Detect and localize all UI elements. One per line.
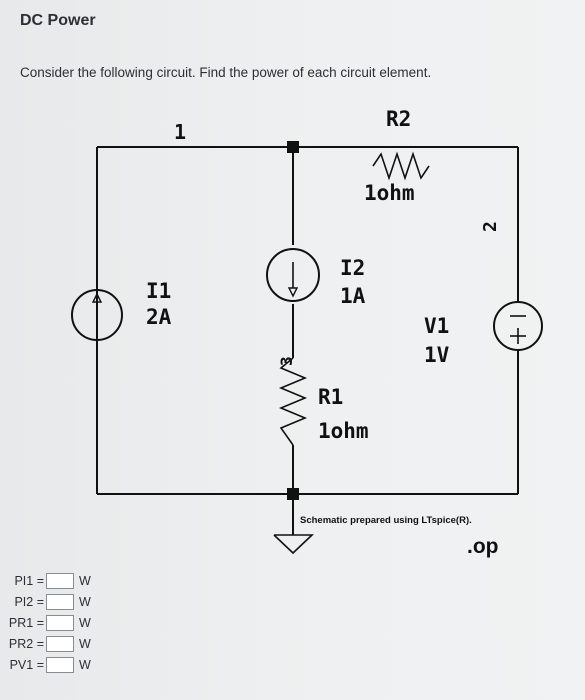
voltage-source-v1 [493,301,543,351]
v1-name: V1 [424,314,449,338]
current-source-i2 [266,248,320,302]
node-label-1: 1 [174,120,186,144]
answer-input-pi2[interactable] [46,593,74,610]
answer-input-pv1[interactable] [46,656,74,673]
r2-value: 1ohm [364,181,415,205]
node-dot-bottom [287,488,299,500]
answer-unit: W [79,615,91,630]
answer-label: PR2 = [8,636,44,651]
i2-name: I2 [340,256,365,280]
answer-input-pr1[interactable] [46,614,74,631]
r1-value: 1ohm [318,419,369,443]
resistor-r2 [372,151,430,181]
answer-unit: W [79,657,91,672]
i1-name: I1 [146,279,171,303]
node-label-3: 3 [277,356,296,366]
answer-unit: W [79,573,91,588]
node-dot-top [287,141,299,153]
answer-label: PR1 = [8,615,44,630]
op-directive: .op [467,535,499,558]
r2-name: R2 [386,107,411,131]
ground-icon [273,534,315,555]
answer-input-pr2[interactable] [46,635,74,652]
i1-value: 2A [146,305,172,329]
answer-row-pr1: PR1 = W [6,612,91,633]
answer-list: PI1 = W PI2 = W PR1 = W PR2 = W PV1 = W [6,570,91,675]
answer-input-pi1[interactable] [46,572,74,589]
answer-row-pv1: PV1 = W [6,654,91,675]
ltspice-note: Schematic prepared using LTspice(R). [300,515,472,526]
resistor-r1 [278,357,308,446]
i2-arrowhead [287,287,299,298]
answer-label: PI1 = [14,573,44,588]
i2-value: 1A [340,284,366,308]
answer-row-pi1: PI1 = W [6,570,91,591]
current-source-i1 [71,289,123,341]
question-text: Consider the following circuit. Find the… [20,65,432,80]
node-label-2: 2 [480,221,501,232]
answer-row-pi2: PI2 = W [6,591,91,612]
answer-unit: W [79,636,91,651]
answer-label: PV1 = [9,657,44,672]
answer-unit: W [79,594,91,609]
v1-value: 1V [424,343,450,367]
r1-name: R1 [318,385,343,409]
i1-arrowhead [91,292,103,303]
answer-label: PI2 = [14,594,44,609]
page-title: DC Power [20,12,96,29]
answer-row-pr2: PR2 = W [6,633,91,654]
